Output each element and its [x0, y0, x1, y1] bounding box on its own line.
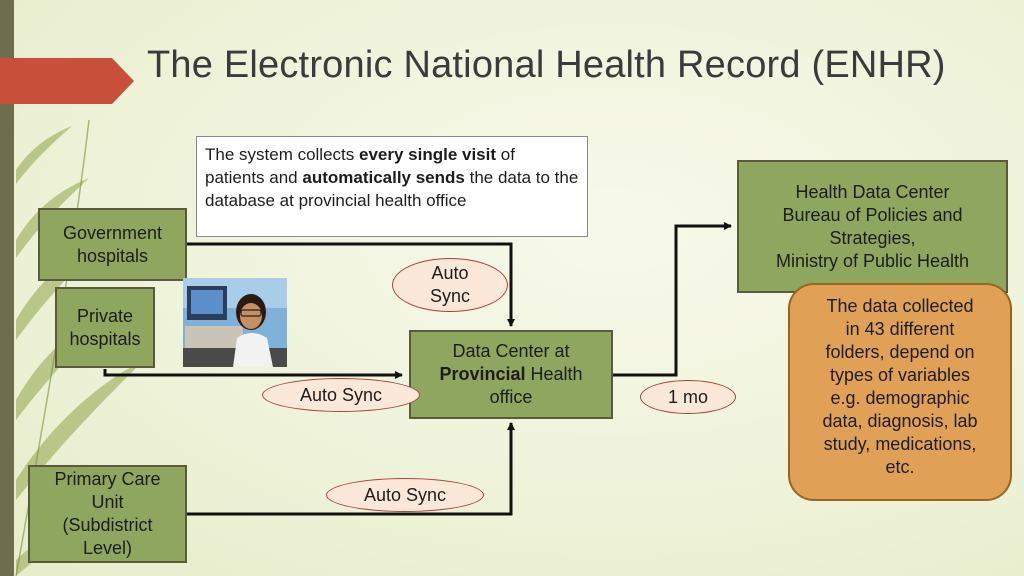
- arrow-government-to-provincial: [187, 242, 515, 327]
- arrow-provincial-to-health-center: [613, 222, 732, 377]
- system-description-note: The system collects every single visit o…: [196, 136, 588, 237]
- auto-sync-label-top: Auto Sync: [392, 258, 508, 312]
- provincial-data-center-node: Data Center at Provincial Health office: [409, 330, 613, 419]
- private-hospitals-node: Private hospitals: [55, 287, 155, 368]
- monthly-sync-label: 1 mo: [640, 380, 736, 414]
- data-collection-note: The data collected in 43 different folde…: [788, 283, 1012, 501]
- auto-sync-label-middle: Auto Sync: [262, 378, 420, 412]
- arrow-primary-to-provincial: [187, 422, 515, 516]
- arrow-private-to-provincial: [103, 369, 403, 379]
- auto-sync-label-bottom: Auto Sync: [326, 478, 484, 512]
- health-data-center-node: Health Data Center Bureau of Policies an…: [737, 160, 1008, 293]
- page-title: The Electronic National Health Record (E…: [147, 44, 946, 86]
- left-decor-bar: [0, 0, 14, 576]
- government-hospitals-node: Government hospitals: [38, 208, 187, 281]
- primary-care-unit-node: Primary Care Unit (Subdistrict Level): [28, 465, 187, 563]
- staff-photo: [183, 278, 287, 367]
- title-accent-arrow: [0, 58, 134, 104]
